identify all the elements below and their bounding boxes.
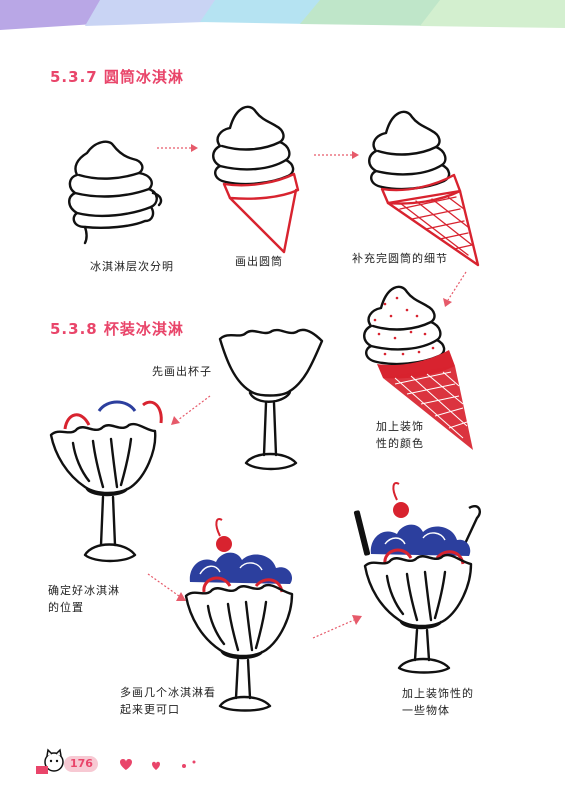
section-title-cone: 5.3.7 圆筒冰淇淋 (50, 68, 184, 86)
cup-multiple-scoops-drawing (184, 518, 294, 712)
caption-more-scoops-line1: 多画几个冰淇淋看 (120, 686, 216, 699)
caption-decoration-objects-line1: 加上装饰性的 (402, 687, 474, 700)
cup-scoop-position-drawing (49, 400, 163, 563)
caption-more-scoops-line2: 起来更可口 (120, 703, 180, 716)
caption-cone: 画出圆筒 (235, 255, 283, 268)
cat-mascot-icon (36, 748, 64, 774)
cup-outline-drawing (218, 328, 324, 471)
heart-icon (120, 759, 132, 770)
caption-swirl: 冰淇淋层次分明 (90, 260, 174, 273)
arrow-step2-to-step3 (314, 151, 359, 159)
waffle-cone-drawing (368, 110, 480, 267)
section-title-cup: 5.3.8 杯装冰淇淋 (50, 320, 184, 338)
page-number: 176 (70, 757, 93, 770)
footer-decoration (36, 748, 196, 774)
caption-decoration-line1: 加上装饰 (376, 420, 424, 433)
caption-decoration-objects-line2: 一些物体 (402, 704, 450, 717)
cone-outline-drawing (212, 105, 300, 254)
swirl-step-drawing (68, 140, 163, 245)
caption-position-line1: 确定好冰淇淋 (48, 584, 120, 597)
arrow-cup-step2-to-step3 (147, 573, 186, 601)
caption-draw-cup: 先画出杯子 (152, 365, 212, 378)
arrow-cup-step1-to-step2 (171, 395, 211, 425)
arrow-step3-to-step4 (443, 271, 467, 307)
header-decoration (0, 0, 565, 30)
caption-cone-detail: 补充完圆筒的细节 (352, 252, 448, 265)
caption-position-line2: 的位置 (48, 601, 84, 614)
cup-decorated-drawing (353, 482, 481, 674)
heart-icon-small (152, 761, 160, 770)
caption-decoration-line2: 性的颜色 (376, 437, 424, 450)
arrow-cup-step3-to-step4 (312, 615, 362, 639)
decorated-cone-drawing (363, 285, 473, 450)
arrow-step1-to-step2 (157, 144, 198, 152)
